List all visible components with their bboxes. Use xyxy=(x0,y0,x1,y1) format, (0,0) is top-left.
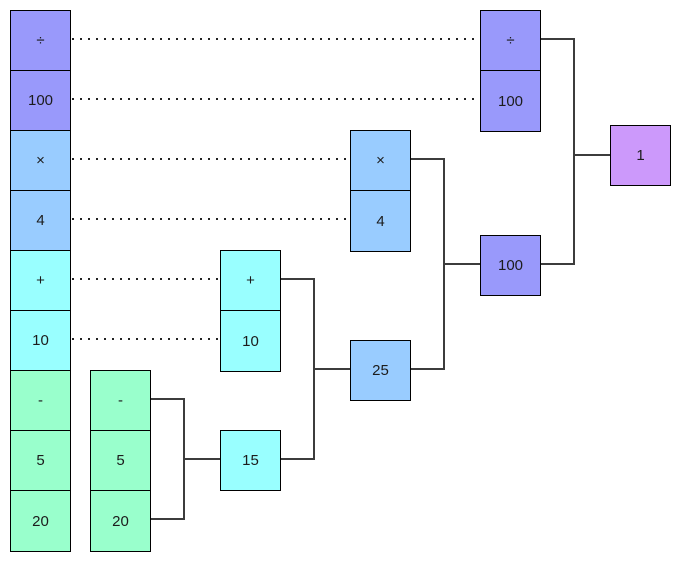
operand-cell: 20 xyxy=(91,491,150,551)
connector-line xyxy=(575,154,611,156)
operator-cell: ÷ xyxy=(11,11,70,71)
operator-cell: - xyxy=(11,371,70,431)
dotted-copy-line xyxy=(72,218,348,220)
connector-line xyxy=(150,518,185,520)
connector-line xyxy=(410,158,445,160)
subtract-step-stack: - 5 20 xyxy=(90,370,151,552)
bracket-line xyxy=(183,398,185,520)
operand-cell: 10 xyxy=(221,311,280,371)
dotted-copy-line xyxy=(72,98,478,100)
divide-step-stack: ÷ 100 xyxy=(480,10,541,132)
operator-cell: + xyxy=(11,251,70,311)
connector-line xyxy=(185,458,221,460)
bracket-line xyxy=(313,278,315,460)
dotted-copy-line xyxy=(72,278,218,280)
result-box-add: 25 xyxy=(350,340,411,401)
final-result-box: 1 xyxy=(610,125,671,186)
expression-stack: ÷ 100 × 4 + 10 - 5 20 xyxy=(10,10,71,552)
connector-line xyxy=(150,398,185,400)
dotted-copy-line xyxy=(72,158,348,160)
connector-line xyxy=(315,368,351,370)
connector-line xyxy=(280,278,315,280)
multiply-step-stack: × 4 xyxy=(350,130,411,252)
operator-cell: ÷ xyxy=(481,11,540,71)
connector-line xyxy=(445,263,481,265)
add-step-stack: + 10 xyxy=(220,250,281,372)
dotted-copy-line xyxy=(72,338,218,340)
operand-cell: 4 xyxy=(351,191,410,251)
operator-cell: - xyxy=(91,371,150,431)
connector-line xyxy=(540,263,575,265)
bracket-line xyxy=(443,158,445,370)
operator-cell: + xyxy=(221,251,280,311)
operand-cell: 100 xyxy=(11,71,70,131)
connector-line xyxy=(540,38,575,40)
result-box-subtract: 15 xyxy=(220,430,281,491)
connector-line xyxy=(280,458,315,460)
operator-cell: × xyxy=(351,131,410,191)
dotted-copy-line xyxy=(72,38,478,40)
operand-cell: 5 xyxy=(11,431,70,491)
operator-cell: × xyxy=(11,131,70,191)
connector-line xyxy=(410,368,445,370)
operand-cell: 5 xyxy=(91,431,150,491)
result-box-multiply: 100 xyxy=(480,235,541,296)
operand-cell: 4 xyxy=(11,191,70,251)
operand-cell: 10 xyxy=(11,311,70,371)
operand-cell: 20 xyxy=(11,491,70,551)
operand-cell: 100 xyxy=(481,71,540,131)
bracket-line xyxy=(573,38,575,265)
